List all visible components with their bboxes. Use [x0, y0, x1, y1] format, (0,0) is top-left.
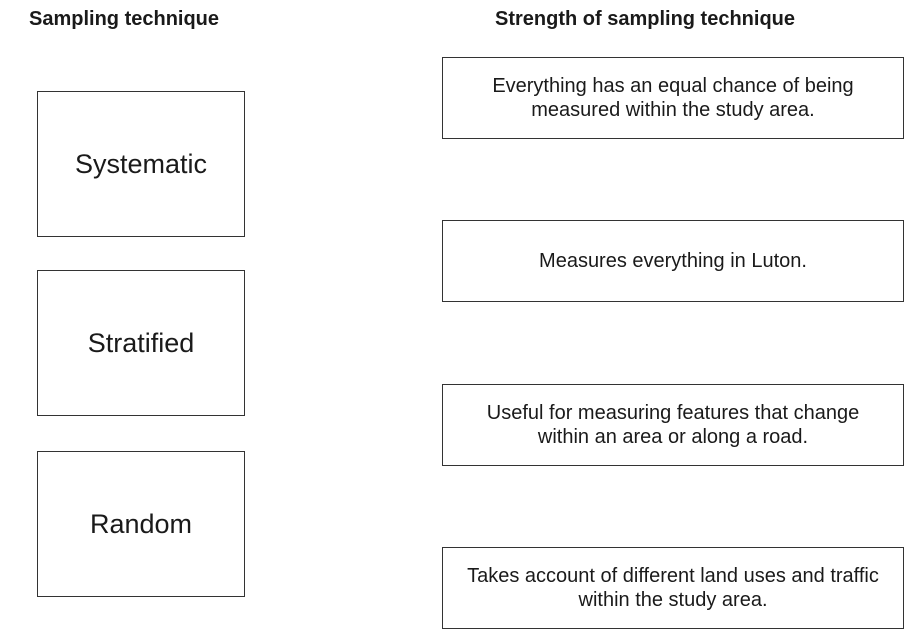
strength-box-measures-everything[interactable]: Measures everything in Luton. — [442, 220, 904, 302]
technique-label: Random — [89, 508, 193, 539]
strength-box-features-change[interactable]: Useful for measuring features that chang… — [442, 384, 904, 466]
strength-text: Takes account of different land uses and… — [467, 565, 879, 611]
strength-box-land-uses[interactable]: Takes account of different land uses and… — [442, 547, 904, 629]
technique-box-random[interactable]: Random — [37, 451, 245, 597]
strength-box-equal-chance[interactable]: Everything has an equal chance of being … — [442, 57, 904, 139]
sampling-technique-heading: Sampling technique — [29, 8, 220, 30]
strength-heading: Strength of sampling technique — [495, 8, 796, 30]
technique-label: Stratified — [87, 327, 195, 358]
strength-text: Everything has an equal chance of being … — [492, 75, 854, 121]
strength-text: Measures everything in Luton. — [539, 250, 807, 272]
technique-box-stratified[interactable]: Stratified — [37, 270, 245, 416]
strength-text: Useful for measuring features that chang… — [486, 402, 860, 448]
technique-box-systematic[interactable]: Systematic — [37, 91, 245, 237]
technique-label: Systematic — [74, 148, 208, 179]
